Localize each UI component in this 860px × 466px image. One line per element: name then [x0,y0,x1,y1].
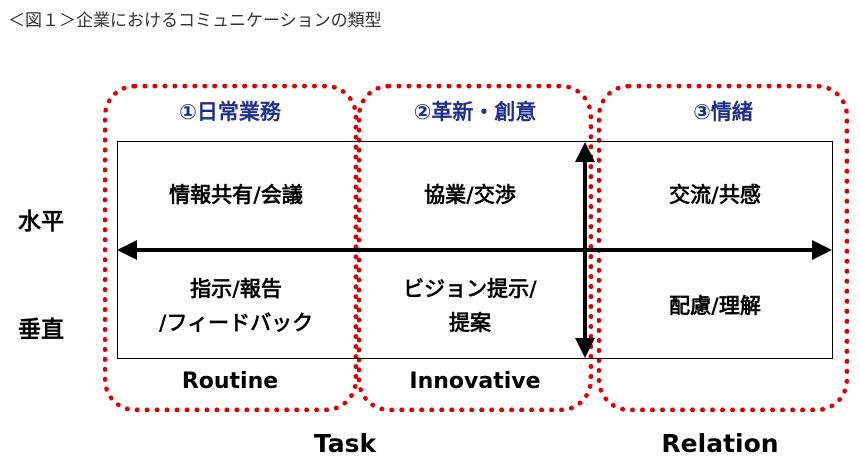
figure-caption: ＜図１＞企業におけるコミュニケーションの類型 [8,11,382,31]
cell-horizontal-innovative: 協業/交渉 [424,183,516,207]
row-label-vertical: 垂直 [18,317,64,343]
column-title-innovative: ②革新・創意 [413,100,537,124]
row-label-horizontal: 水平 [18,209,64,235]
column-title-routine: ①日常業務 [179,100,281,124]
group-label-task: Task [313,429,377,458]
cell-vertical-routine: 指示/報告 /フィードバック [158,277,314,335]
cell-horizontal-emotional: 交流/共感 [669,183,761,207]
group-label-relation: Relation [661,429,779,458]
column-title-emotional: ③情緒 [693,100,753,124]
sub-label-innovative: Innovative [409,369,541,394]
sub-label-routine: Routine [181,369,279,394]
cell-vertical-innovative: ビジョン提示/ 提案 [403,277,537,335]
cell-horizontal-routine: 情報共有/会議 [169,183,303,207]
cell-vertical-emotional: 配慮/理解 [669,294,761,318]
